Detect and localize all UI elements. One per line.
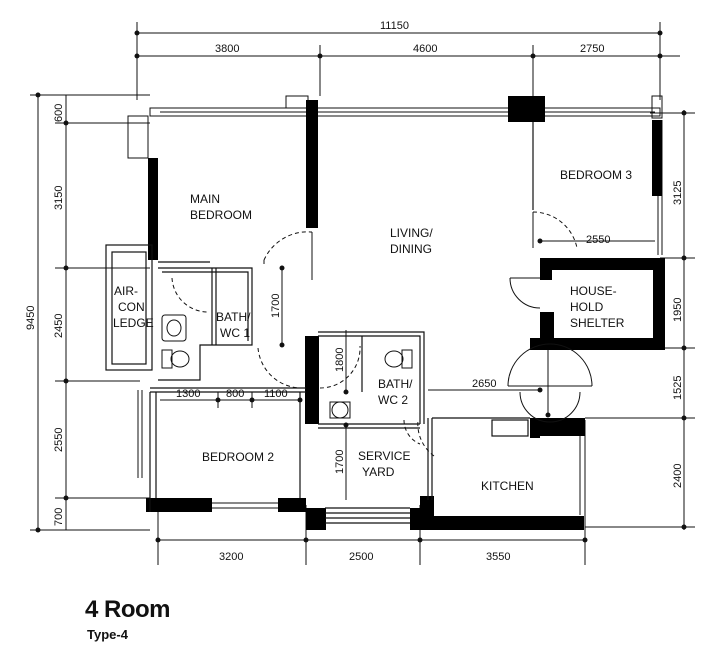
dim-inner-1300: 1300 — [176, 388, 200, 400]
household-shelter-label-1: HOUSE- — [570, 284, 617, 298]
aircon-ledge-label-2: CON — [118, 300, 145, 314]
solid-walls — [146, 96, 665, 530]
dim-left-5: 700 — [53, 508, 65, 526]
bath-wc-1-label-2: WC 1 — [220, 326, 250, 340]
dim-left-4: 2550 — [53, 428, 65, 452]
room-labels: MAIN BEDROOM LIVING/ DINING BEDROOM 3 HO… — [113, 168, 632, 493]
dim-left-1: 600 — [53, 104, 65, 122]
dim-inner-800: 800 — [226, 388, 244, 400]
dim-right-3: 1525 — [672, 376, 684, 400]
plan-subtitle: Type-4 — [87, 627, 128, 642]
dim-top-1: 3800 — [215, 43, 239, 55]
dim-top-2: 4600 — [413, 43, 437, 55]
dimension-labels: 11150 3800 4600 2750 9450 600 3150 2450 … — [25, 20, 684, 563]
bath-wc-2-label-2: WC 2 — [378, 393, 408, 407]
sanitary-fixtures — [161, 314, 413, 419]
door-swings — [171, 211, 578, 457]
door-leaves — [263, 212, 593, 423]
bedroom-3-label: BEDROOM 3 — [560, 168, 632, 182]
dim-inner-1100: 1100 — [264, 388, 288, 400]
living-dining-label-2: DINING — [390, 242, 432, 256]
main-bedroom-label-2: BEDROOM — [190, 208, 252, 222]
interior-walls — [105, 122, 534, 524]
dim-right-1: 3125 — [672, 181, 684, 205]
dim-inner-1700b: 1700 — [334, 450, 346, 474]
kitchen-label: KITCHEN — [481, 479, 534, 493]
living-dining-label-1: LIVING/ — [390, 226, 433, 240]
dim-left-3: 2450 — [53, 314, 65, 338]
dimension-ticks — [35, 30, 687, 543]
service-yard-label-1: SERVICE — [358, 449, 410, 463]
aircon-ledge-label-1: AIR- — [114, 284, 138, 298]
bath-wc-2-label-1: BATH/ — [378, 377, 413, 391]
bedroom-2-label: BEDROOM 2 — [202, 450, 274, 464]
dim-bottom-2: 2500 — [349, 551, 373, 563]
dim-inner-2550: 2550 — [586, 234, 610, 246]
dim-right-2: 1950 — [672, 298, 684, 322]
household-shelter-label-3: SHELTER — [570, 316, 625, 330]
dim-inner-1700a: 1700 — [270, 294, 282, 318]
dim-top-3: 2750 — [580, 43, 604, 55]
aircon-ledge-label-3: LEDGE — [113, 316, 154, 330]
main-bedroom-label-1: MAIN — [190, 192, 220, 206]
bath-wc-1-label-1: BATH/ — [216, 310, 251, 324]
dim-left-total: 9450 — [25, 306, 37, 330]
dim-bottom-3: 3550 — [486, 551, 510, 563]
dim-left-2: 3150 — [53, 186, 65, 210]
dim-top-total: 11150 — [380, 20, 409, 32]
dim-right-4: 2400 — [672, 464, 684, 488]
plan-title: 4 Room — [85, 596, 171, 623]
service-yard-label-2: YARD — [362, 465, 395, 479]
household-shelter-label-2: HOLD — [570, 300, 604, 314]
dim-bottom-1: 3200 — [219, 551, 243, 563]
dim-inner-1800: 1800 — [334, 348, 346, 372]
dim-inner-2650: 2650 — [472, 378, 496, 390]
